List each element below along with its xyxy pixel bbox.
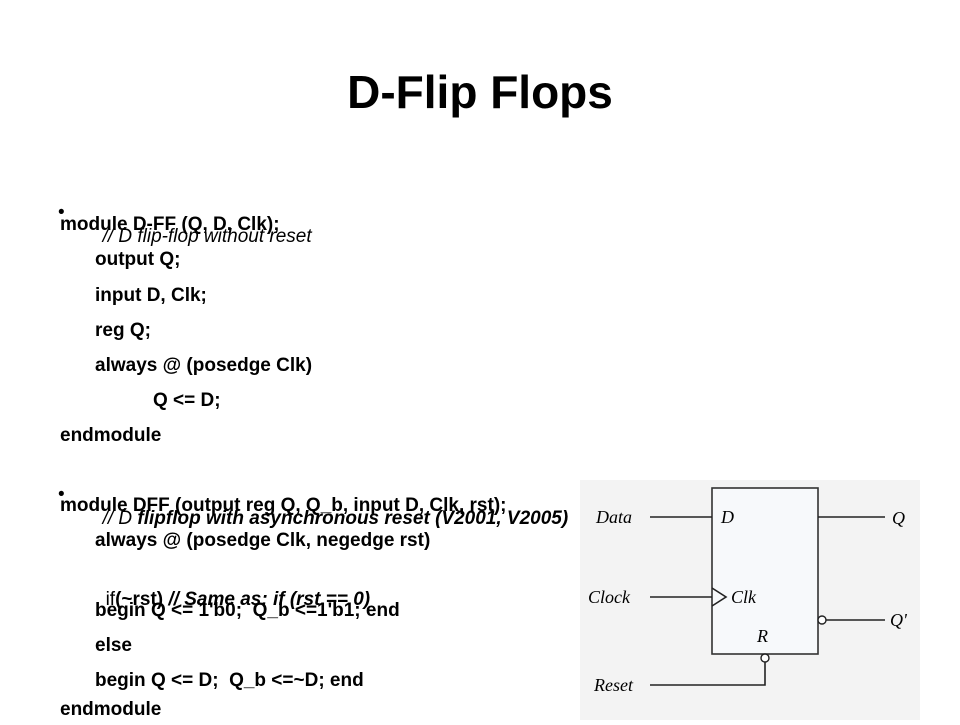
reset-wire <box>650 662 766 686</box>
code-line: if(~rst) // Same as: if (rst == 0) <box>95 564 371 612</box>
comment-no-reset: // D flip-flop without reset <box>102 226 312 247</box>
code-line: module DFF (output reg Q, Q_b, input D, … <box>60 495 507 516</box>
code-line: Q <= D; <box>153 390 221 411</box>
reset-bubble-icon <box>760 653 770 663</box>
code-line: endmodule <box>60 425 162 446</box>
bullet-item-2: • // D flipflop with asynchronous reset … <box>58 459 569 531</box>
code-line: always @ (posedge Clk) <box>95 355 313 376</box>
clock-triangle-icon <box>711 587 728 607</box>
slide-title: D-Flip Flops <box>347 66 613 118</box>
code-line: input D, Clk; <box>95 285 207 306</box>
label-q-output: Q <box>892 508 905 528</box>
bullet-dot: • <box>58 202 65 223</box>
bullet-dot: • <box>58 484 65 505</box>
code-line: begin Q <= D; Q_b <=~D; end <box>95 670 364 691</box>
comment-async-reset-a: // D <box>102 508 138 529</box>
code-line: endmodule <box>60 699 162 720</box>
label-d-pin: D <box>720 507 734 527</box>
comment-async-reset-b: flipflop with asynchronous reset <box>137 508 436 529</box>
dff-circuit-diagram: Data Clock Reset D Clk R Q Q' <box>580 480 920 720</box>
comment-async-reset-c: (V2001, V2005) <box>435 508 569 529</box>
q-bar-bubble-icon <box>817 615 827 625</box>
code-line: always @ (posedge Clk, negedge rst) <box>95 530 431 551</box>
label-q-bar-output: Q' <box>890 610 908 630</box>
code-comment: // Same as: if (rst == 0) <box>168 589 371 610</box>
code-line: else <box>95 635 132 656</box>
code-keyword-if: if <box>105 589 116 610</box>
code-line: reg Q; <box>95 320 151 341</box>
code-condition: (~rst) <box>115 589 169 610</box>
label-clock: Clock <box>588 587 631 607</box>
code-line: output Q; <box>95 249 181 270</box>
label-reset: Reset <box>593 675 634 695</box>
code-line: begin Q <= 1'b0; Q_b <=1'b1; end <box>95 600 400 621</box>
label-data: Data <box>595 507 632 527</box>
label-clk-pin: Clk <box>731 587 757 607</box>
label-r-pin: R <box>756 626 768 646</box>
dff-schematic: Data Clock Reset D Clk R Q Q' <box>580 480 920 720</box>
code-line: module D-FF (Q, D, Clk); <box>60 214 280 235</box>
bullet-item-1: • // D flip-flop without reset <box>58 177 312 249</box>
